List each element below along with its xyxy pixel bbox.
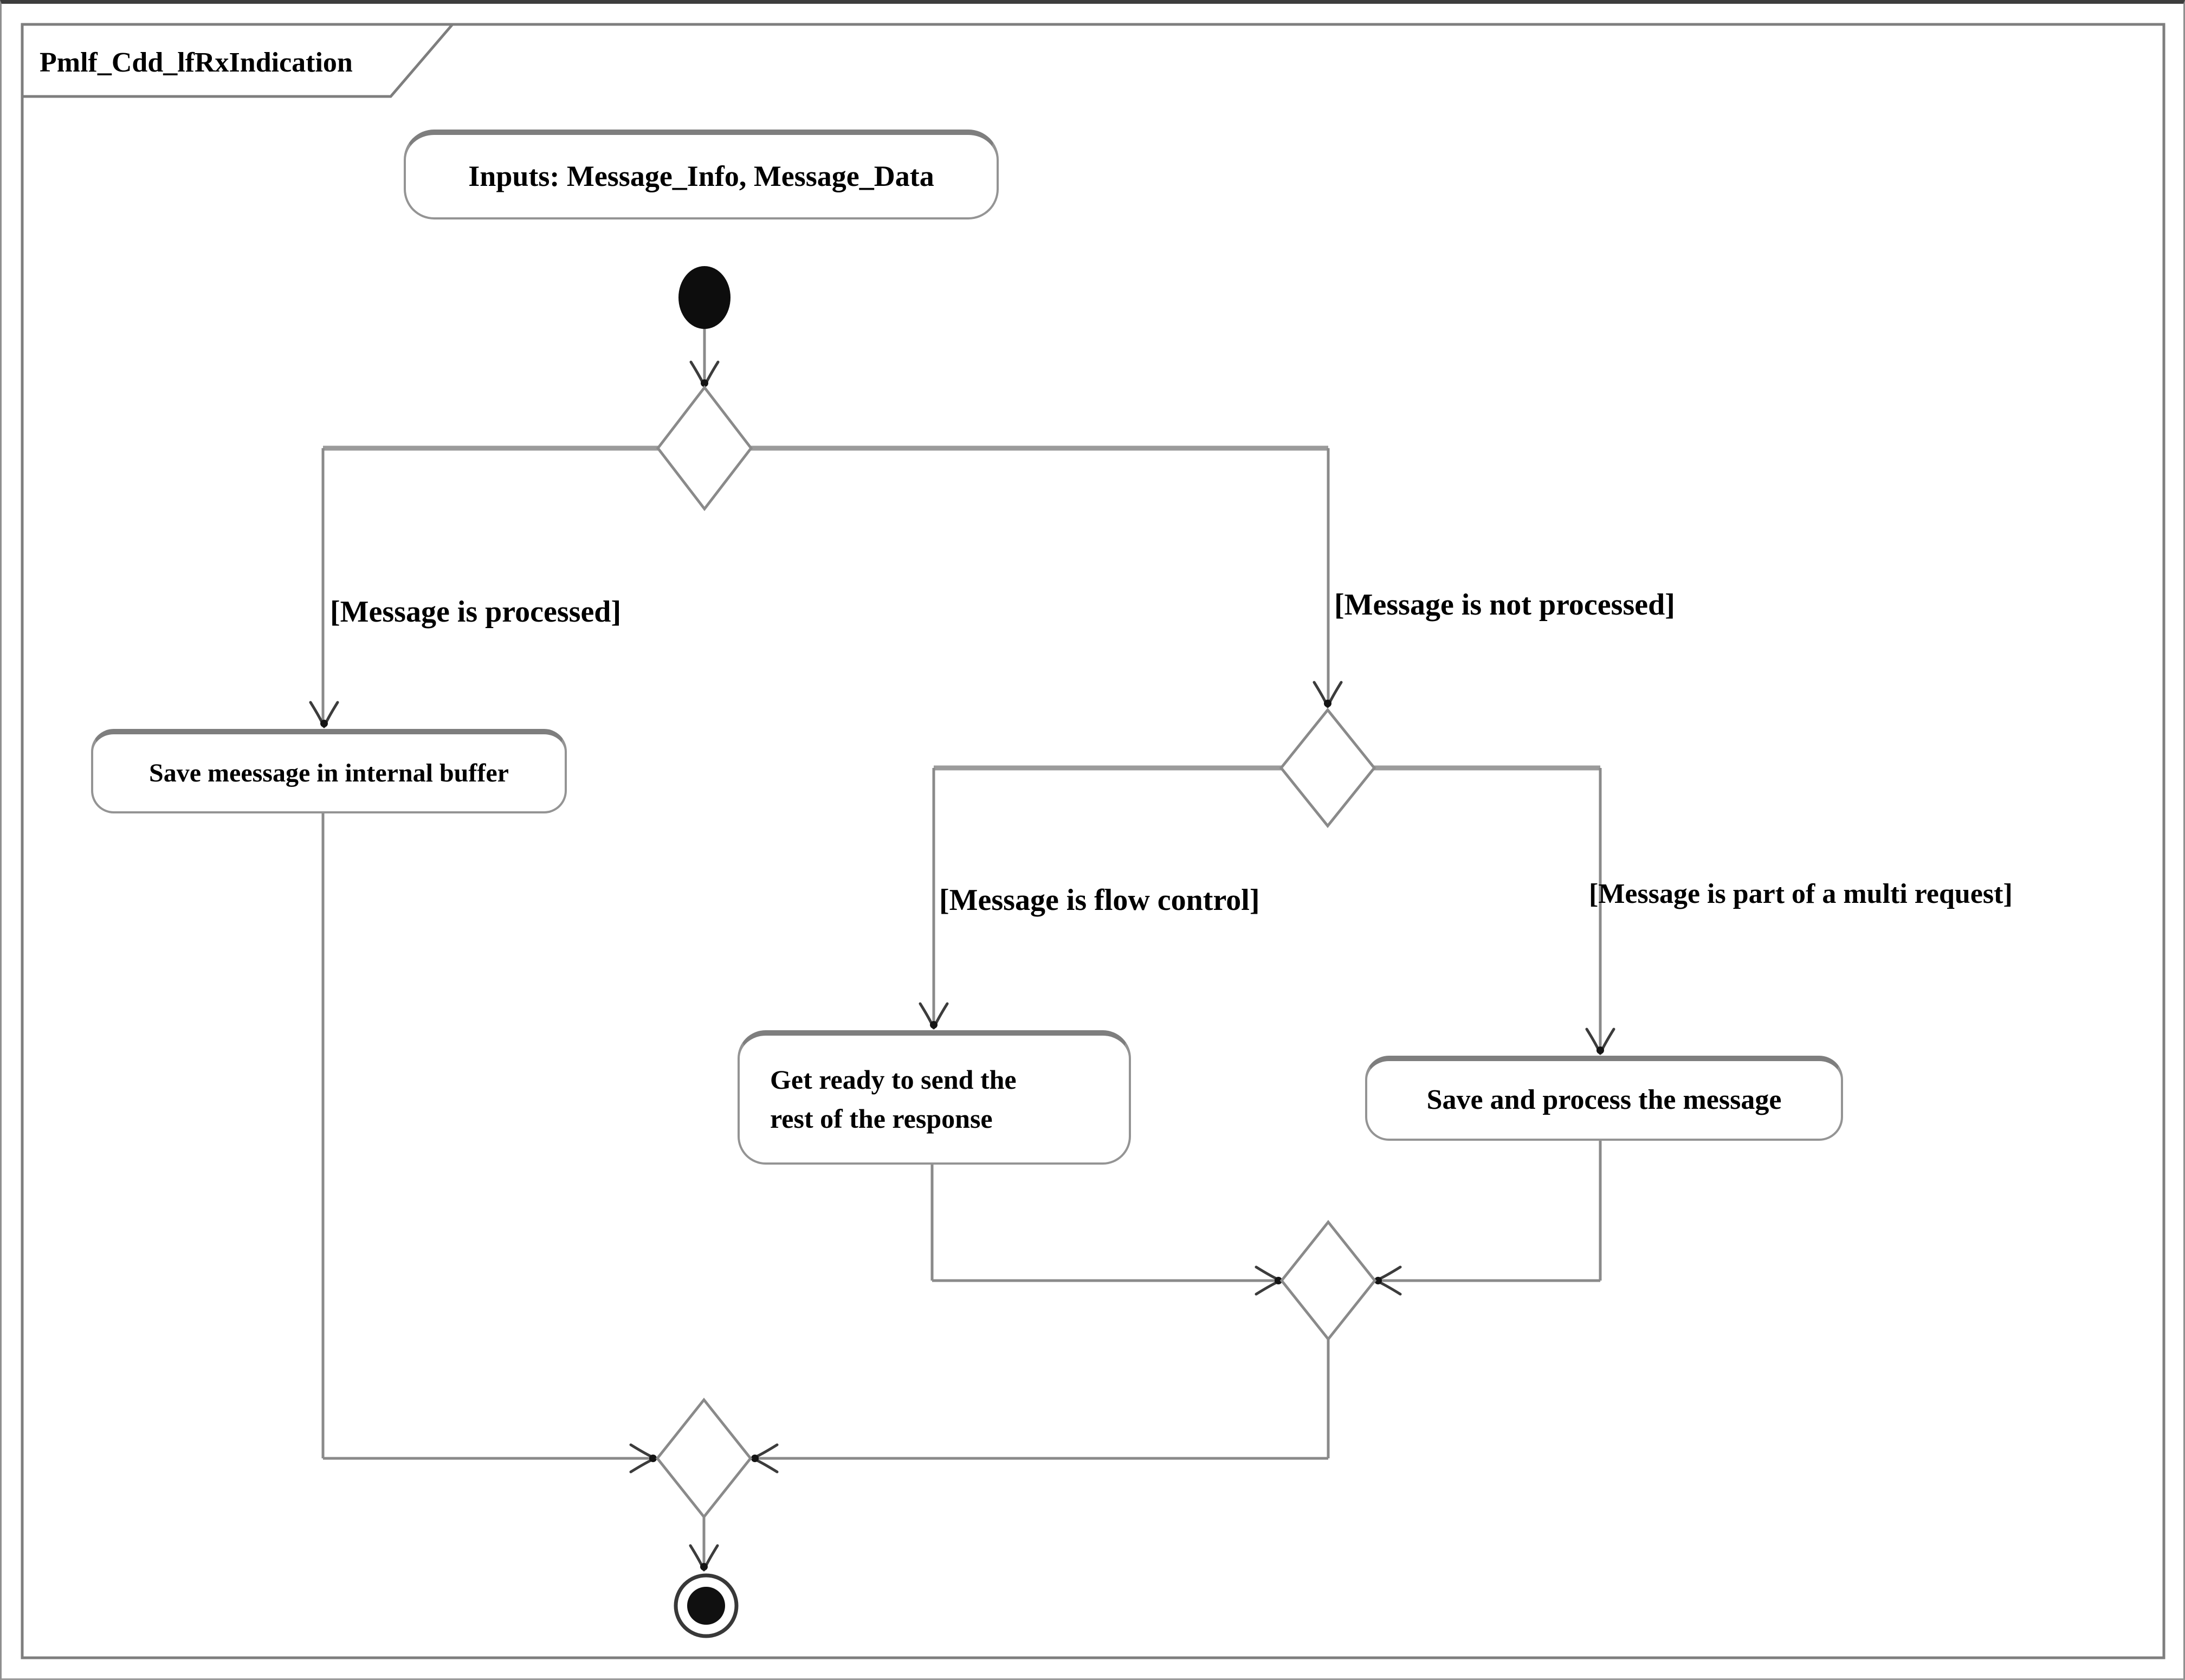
inputs-note-label: Inputs: Message_Info, Message_Data — [468, 160, 934, 192]
edge-save-buffer-to-final-merge — [321, 812, 657, 1474]
action-save-process: Save and process the message — [1365, 1056, 1843, 1141]
arrow-tip-dot — [320, 720, 328, 727]
arrow-tip-dot — [1324, 700, 1331, 707]
arrow-tip-dot — [1596, 1046, 1604, 1054]
guard-message-multi-request: [Message is part of a multi request] — [1589, 878, 2013, 909]
edge-get-ready-to-merge — [930, 1164, 1282, 1296]
guard-message-not-processed: [Message is not processed] — [1334, 588, 1675, 622]
merge-node-right — [1279, 1219, 1377, 1342]
edge-flow-control-branch — [919, 768, 949, 1030]
initial-node — [678, 266, 731, 329]
inputs-note-box: Inputs: Message_Info, Message_Data — [404, 130, 999, 219]
diagram-connectors — [21, 23, 2165, 1659]
edge-initial-to-decision1 — [689, 328, 720, 388]
decision-node-2 — [1279, 708, 1376, 828]
edge-final-merge-to-final-node — [689, 1517, 719, 1572]
activity-frame-border — [21, 23, 2165, 1659]
arrow-tip-dot — [930, 1021, 938, 1029]
final-node-inner — [687, 1587, 725, 1625]
merge-node-final — [655, 1397, 753, 1520]
arrow-tip-dot — [700, 1563, 708, 1571]
action-save-buffer: Save meessage in internal buffer — [91, 729, 567, 813]
edge-not-processed-branch — [1313, 448, 1343, 708]
action-get-ready: Get ready to send the rest of the respon… — [738, 1030, 1131, 1165]
arrow-tip-dot — [701, 379, 708, 387]
action-get-ready-line1: Get ready to send the — [770, 1064, 1017, 1095]
arrow-tip-dot — [1275, 1277, 1282, 1284]
action-get-ready-line2: rest of the response — [770, 1103, 993, 1134]
frame-title-tab — [21, 23, 456, 98]
edge-save-process-to-merge — [1374, 1140, 1602, 1296]
arrow-tip-dot — [1374, 1277, 1382, 1284]
arrow-tip-dot — [751, 1455, 759, 1462]
edge-processed-branch — [309, 448, 339, 728]
action-get-ready-label: Get ready to send the rest of the respon… — [770, 1060, 1017, 1138]
action-save-buffer-label: Save meessage in internal buffer — [149, 758, 509, 787]
guard-message-flow-control: [Message is flow control] — [939, 883, 1260, 917]
decision-node-1 — [656, 385, 753, 512]
arrow-tip-dot — [649, 1455, 657, 1462]
edge-merge-right-to-final-merge — [751, 1339, 1330, 1474]
frame-title: Pmlf_Cdd_lfRxIndication — [40, 47, 353, 78]
guard-message-processed: [Message is processed] — [330, 595, 622, 629]
edge-multi-request-branch — [1585, 768, 1615, 1055]
action-save-process-label: Save and process the message — [1426, 1084, 1782, 1115]
